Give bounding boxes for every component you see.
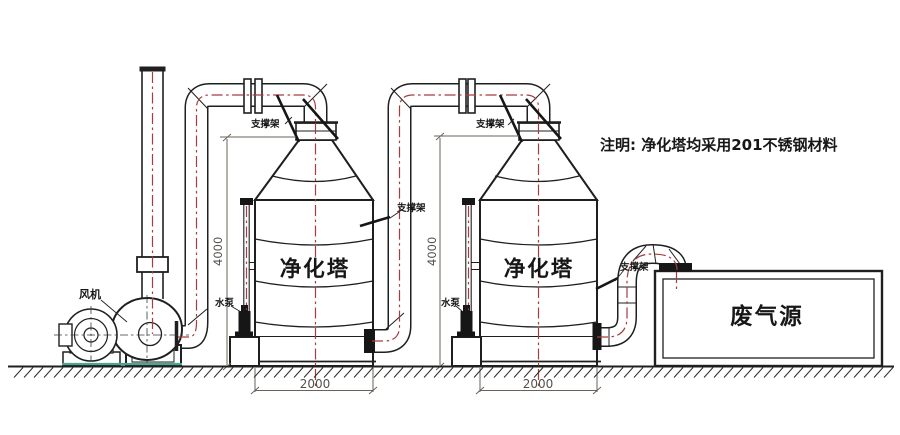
support-label-tower1: 支撑架 [250, 118, 280, 130]
fan-label: 风机 [79, 287, 101, 301]
fan-assembly [54, 295, 189, 367]
pump-1 [238, 311, 251, 332]
ground-hatching [13, 367, 894, 378]
leader-lines [100, 116, 625, 323]
note-text: 注明: 净化塔均采用201不锈钢材料 [600, 136, 838, 154]
pump-riser-tower-1 [229, 198, 260, 367]
pump-label-tower2: 水泵 [441, 297, 461, 309]
pump-riser-tower-2 [451, 198, 482, 367]
pump-2-pedestal [451, 336, 482, 367]
ground [8, 362, 894, 378]
dimension-lines [220, 132, 602, 395]
waste-gas-source-label: 废气源 [730, 303, 804, 330]
duct-flanges [243, 78, 476, 114]
pump-2 [460, 311, 473, 332]
dim-height-tower1: 4000 [211, 237, 225, 266]
support-braces [275, 94, 619, 291]
centerlines [151, 72, 678, 387]
tower-1-label: 净化塔 [280, 256, 351, 282]
text-labels: 注明: 净化塔均采用201不锈钢材料 风机 支撑架 支撑架 支撑架 支撑架 水泵… [79, 118, 838, 391]
waste-gas-source-box [653, 269, 884, 368]
pump-label-tower1: 水泵 [215, 297, 235, 309]
dim-width-tower1: 2000 [300, 377, 331, 391]
support-label-waste-duct: 支撑架 [619, 261, 649, 273]
purification-tower-1 [252, 121, 376, 367]
pump-1-pedestal [229, 336, 260, 367]
support-label-tower2: 支撑架 [475, 118, 505, 130]
support-label-duct: 支撑架 [396, 202, 426, 214]
tower-2-label: 净化塔 [504, 256, 575, 282]
dim-width-tower2: 2000 [523, 377, 554, 391]
dim-height-tower2: 4000 [425, 237, 439, 266]
